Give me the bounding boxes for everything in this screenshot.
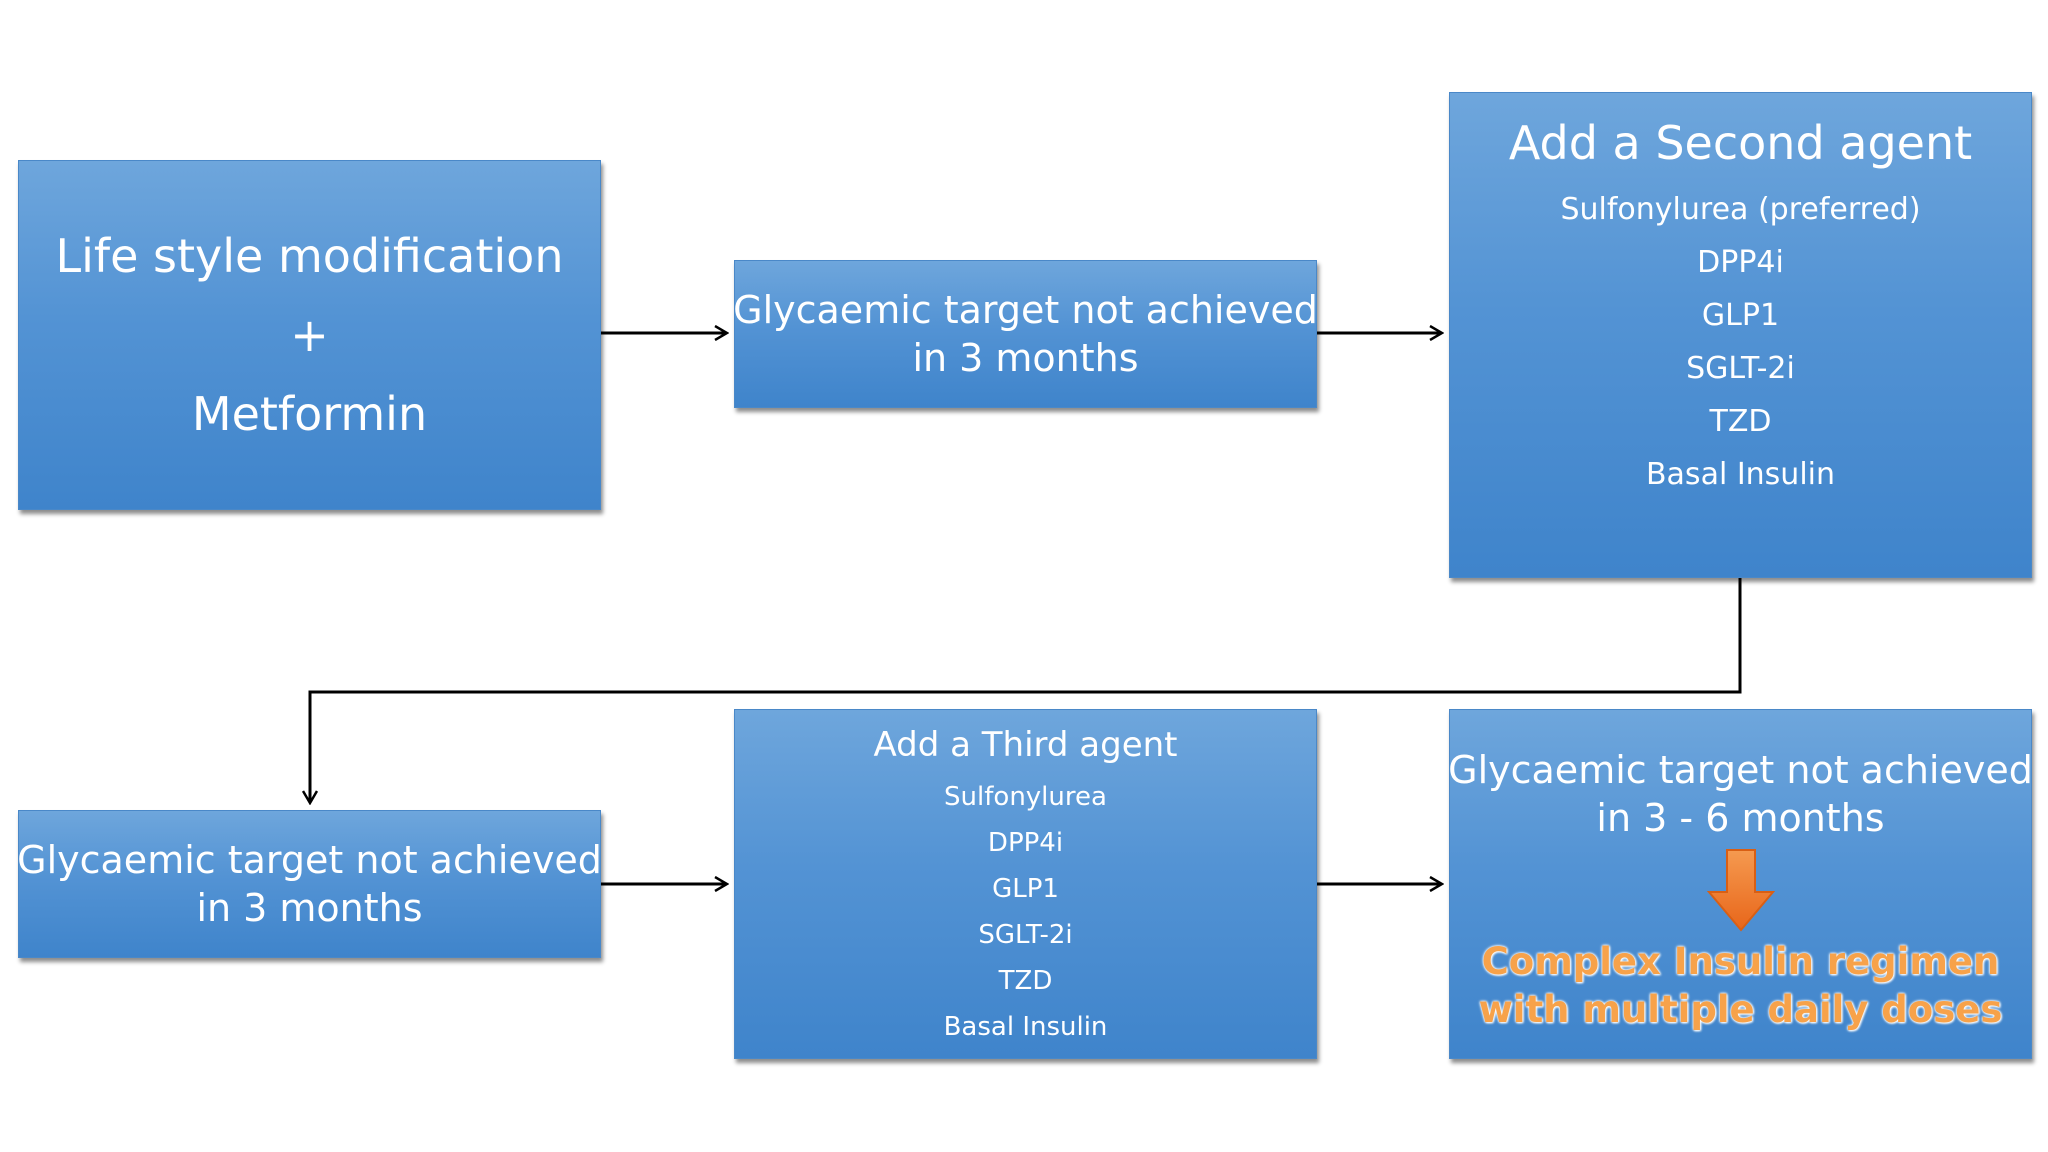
third-agent-box: Add a Third agent Sulfonylurea DPP4i GLP… bbox=[734, 709, 1317, 1059]
second-agent-item: GLP1 bbox=[1701, 298, 1780, 333]
third-agent-item: DPP4i bbox=[987, 828, 1064, 858]
second-agent-item: Sulfonylurea (preferred) bbox=[1560, 192, 1921, 227]
second-agent-title: Add a Second agent bbox=[1508, 116, 1973, 170]
second-agent-item: SGLT-2i bbox=[1686, 351, 1795, 386]
target-top-line1: Glycaemic target not achieved bbox=[733, 288, 1318, 332]
third-agent-item: Sulfonylurea bbox=[944, 782, 1107, 812]
target-top-line2: in 3 months bbox=[912, 336, 1139, 380]
target-bottom-line1: Glycaemic target not achieved bbox=[17, 838, 602, 882]
plus-sign: + bbox=[290, 307, 329, 362]
lifestyle-label: Life style modification bbox=[55, 228, 564, 283]
target-bottom-line2: in 3 months bbox=[196, 886, 423, 930]
second-agent-item: TZD bbox=[1709, 404, 1772, 439]
complex-regimen-line1: Complex Insulin regimen bbox=[1481, 940, 2000, 983]
metformin-label: Metformin bbox=[191, 386, 428, 441]
lifestyle-metformin-box: Life style modification + Metformin bbox=[18, 160, 601, 510]
complex-regimen-line2: with multiple daily doses bbox=[1478, 988, 2003, 1031]
third-agent-title: Add a Third agent bbox=[873, 725, 1178, 765]
third-agent-item: Basal Insulin bbox=[943, 1012, 1108, 1042]
complex-target-line1: Glycaemic target not achieved bbox=[1448, 748, 2033, 792]
down-arrow-icon bbox=[1706, 849, 1775, 932]
target-not-achieved-bottom-box: Glycaemic target not achieved in 3 month… bbox=[17, 810, 602, 958]
third-agent-item: TZD bbox=[998, 966, 1053, 996]
complex-target-line2: in 3 - 6 months bbox=[1596, 796, 1885, 840]
second-agent-item: Basal Insulin bbox=[1645, 457, 1836, 492]
second-agent-item: DPP4i bbox=[1697, 245, 1784, 280]
target-not-achieved-top-box: Glycaemic target not achieved in 3 month… bbox=[733, 260, 1318, 408]
third-agent-item: SGLT-2i bbox=[978, 920, 1073, 950]
second-agent-box: Add a Second agent Sulfonylurea (preferr… bbox=[1449, 92, 2032, 578]
third-agent-item: GLP1 bbox=[992, 874, 1059, 904]
complex-insulin-box: Glycaemic target not achieved in 3 - 6 m… bbox=[1448, 709, 2033, 1059]
